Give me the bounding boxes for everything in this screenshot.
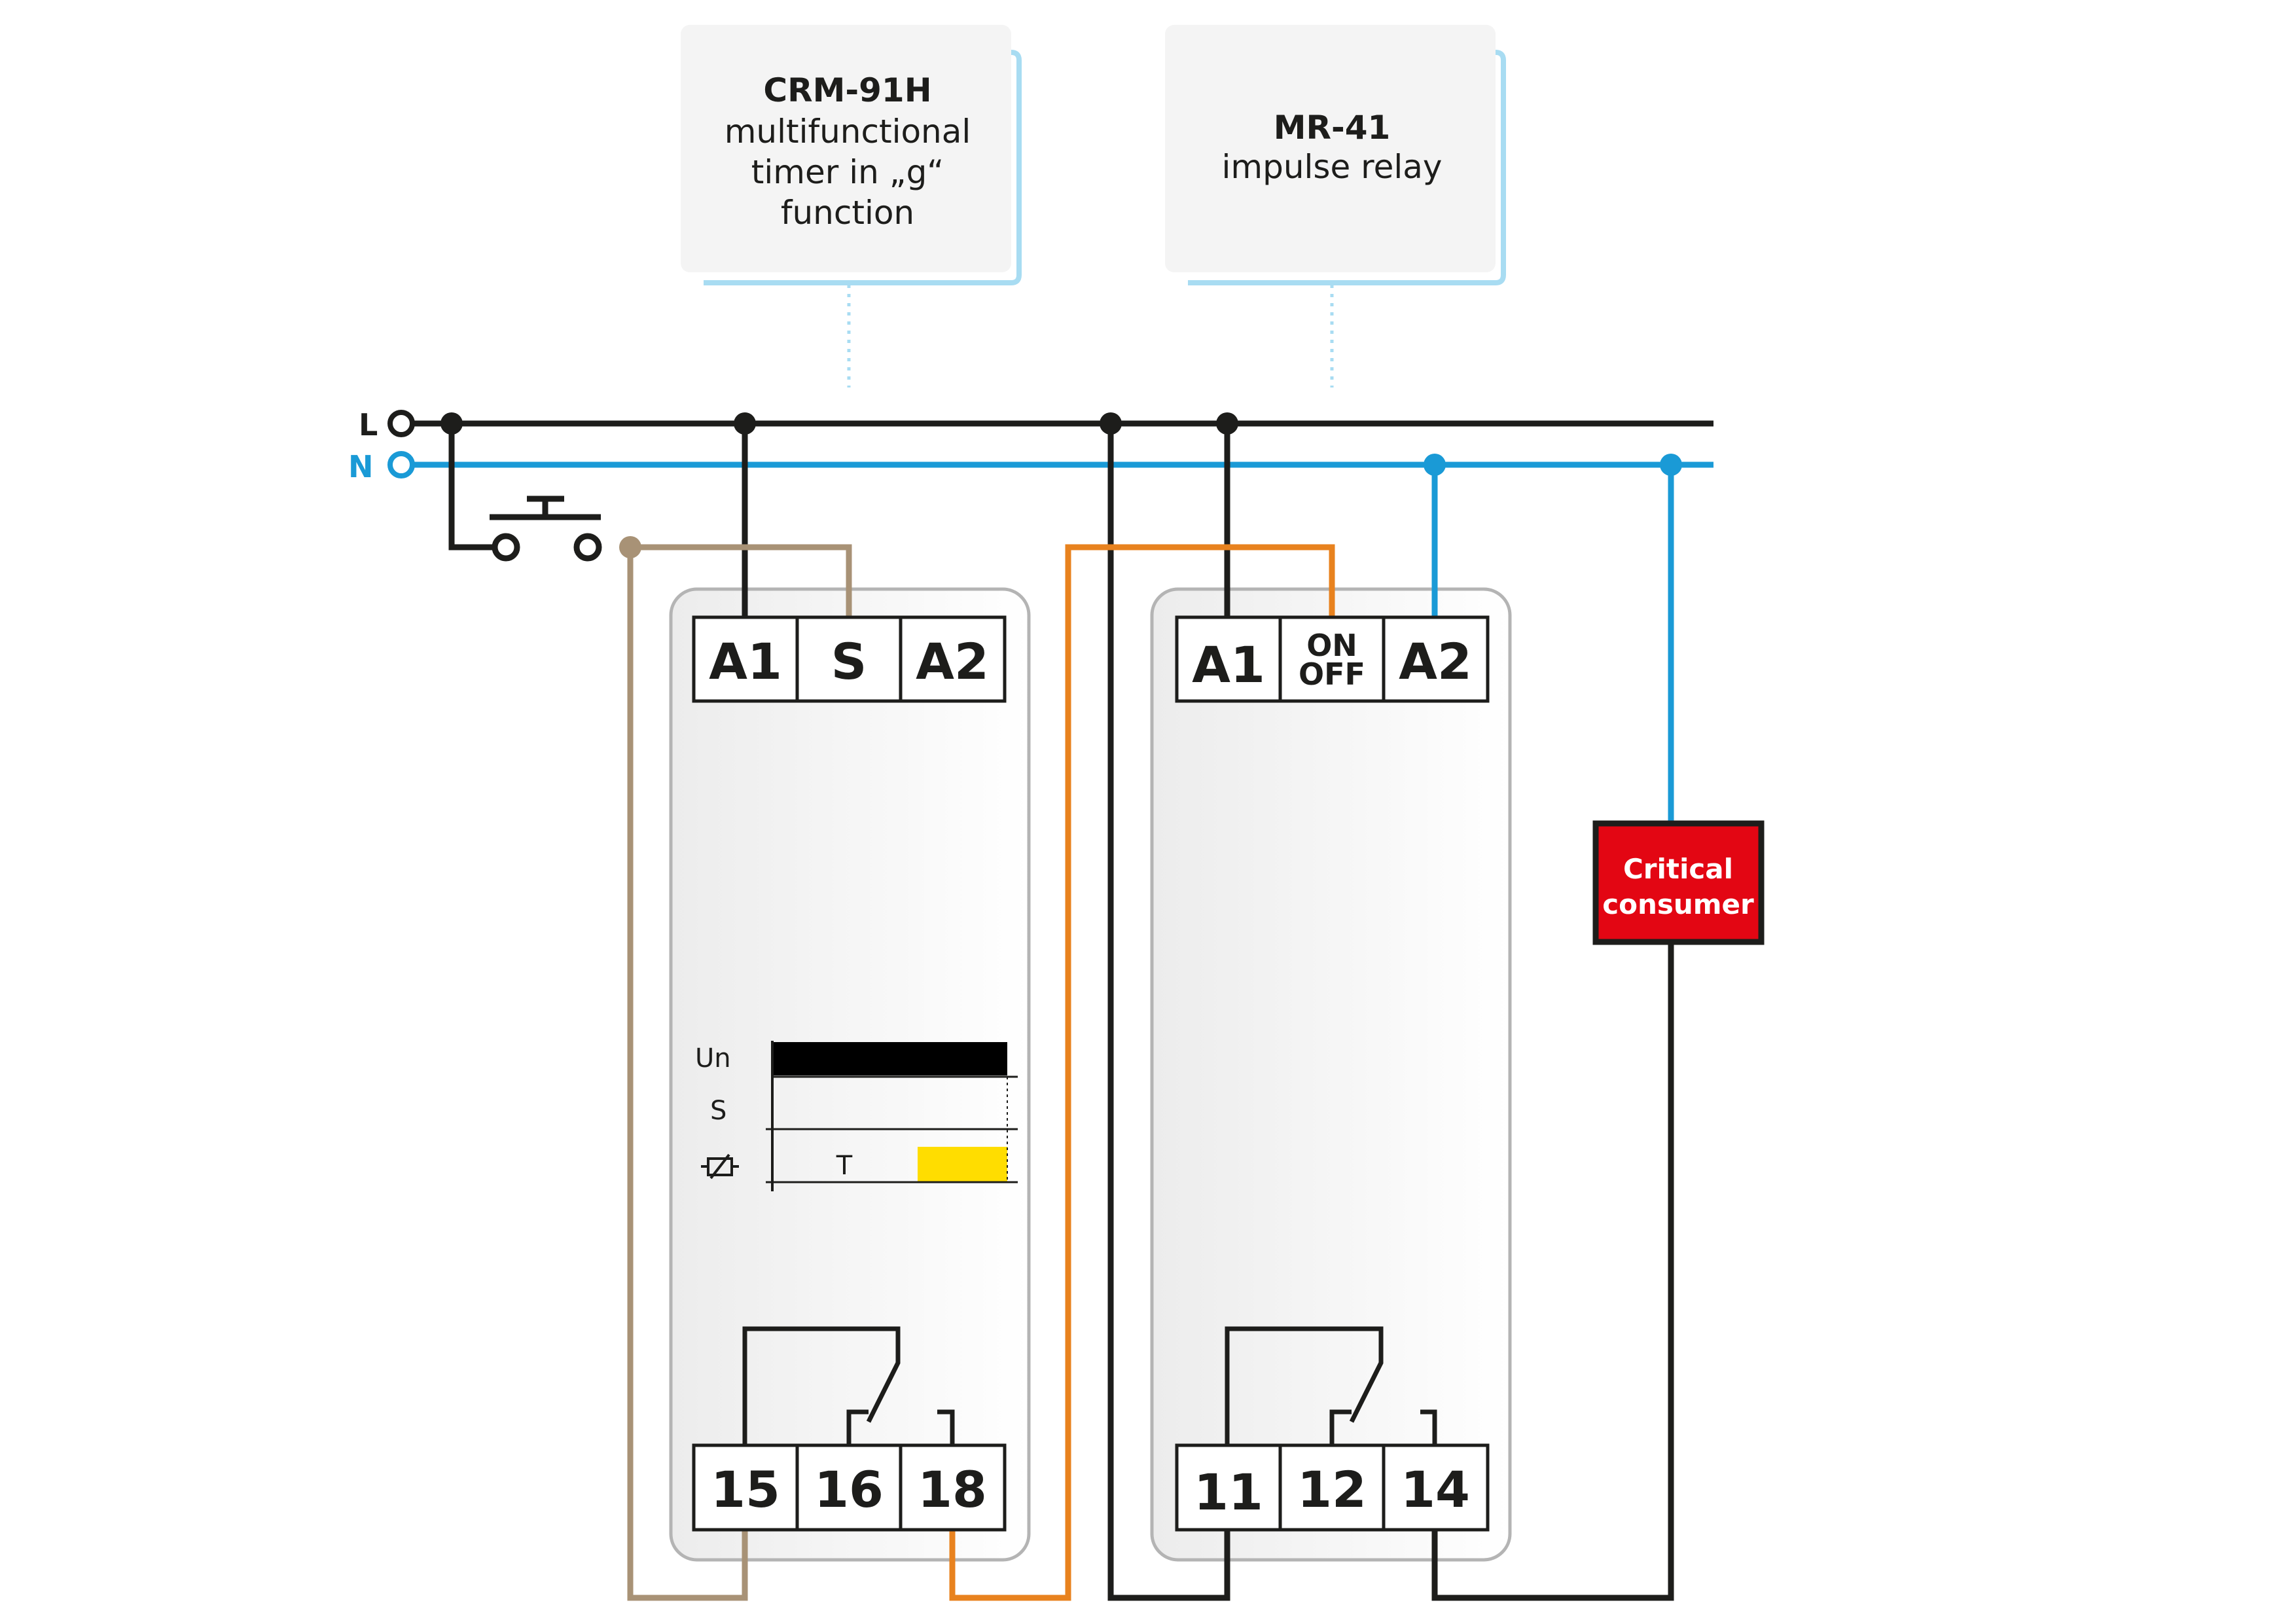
- timer-desc-line-2: timer in „g“: [751, 153, 944, 191]
- timer-bottom-terminal-block: 15 16 18: [692, 1443, 1007, 1532]
- chart-row-un-label: Un: [695, 1043, 731, 1074]
- relay-terminal-on: ON: [1306, 628, 1357, 663]
- timer-changeover-contact-icon: [742, 1326, 955, 1445]
- timer-terminal-a2: A2: [916, 632, 989, 691]
- line-bus-label: L: [359, 407, 378, 442]
- button-to-contact-15-wire: [627, 547, 748, 1601]
- impulse-relay-name: MR-41: [1274, 109, 1391, 147]
- timer-card: CRM-91H multifunctional timer in „g“ fun…: [681, 25, 1022, 285]
- relay-terminal-a2: A2: [1399, 632, 1472, 691]
- timer-terminal-18: 18: [918, 1460, 987, 1519]
- relay-terminal-14: 14: [1401, 1460, 1470, 1519]
- timer-desc-line-3: function: [781, 194, 914, 232]
- chart-un-bar: [774, 1042, 1007, 1075]
- line-terminal-icon: [387, 410, 415, 437]
- push-button-icon: [490, 496, 602, 562]
- timer-terminal-15: 15: [711, 1460, 780, 1519]
- contact-18-to-onoff-wire: [949, 544, 1335, 1601]
- critical-consumer: Critical consumer: [1592, 820, 1765, 945]
- timer-terminal-16: 16: [814, 1460, 884, 1519]
- line-to-contact-11-wire: [1107, 424, 1230, 1601]
- relay-terminal-a1: A1: [1192, 636, 1265, 694]
- relay-terminal-11: 11: [1194, 1463, 1263, 1521]
- timer-terminal-s: S: [831, 632, 867, 691]
- timer-terminal-a1: A1: [709, 632, 782, 691]
- neutral-terminal-icon: [387, 451, 415, 478]
- chart-time-label: T: [836, 1151, 853, 1181]
- consumer-label-line-1: Critical: [1623, 853, 1733, 885]
- timer-top-terminal-block: A1 S A2: [692, 615, 1007, 703]
- junction-dots: [440, 412, 1682, 558]
- relay-coil-icon: [701, 1153, 739, 1180]
- consumer-label-line-2: consumer: [1602, 888, 1754, 920]
- relay-bottom-terminal-block: 11 12 14: [1175, 1443, 1490, 1532]
- timer-function-chart: Un S T: [695, 1041, 1018, 1191]
- chart-relay-on-bar: [918, 1147, 1007, 1182]
- relay-terminal-off: OFF: [1299, 657, 1365, 692]
- timer-name: CRM-91H: [763, 71, 931, 109]
- impulse-relay-card: MR-41 impulse relay: [1165, 25, 1506, 285]
- impulse-relay-desc: impulse relay: [1222, 148, 1443, 186]
- consumer-to-contact-14-wire: [1431, 943, 1674, 1601]
- line-to-button-wire: [448, 424, 495, 550]
- relay-terminal-12: 12: [1297, 1460, 1367, 1519]
- relay-changeover-contact-icon: [1225, 1326, 1437, 1445]
- button-to-s-wire: [630, 544, 852, 617]
- neutral-bus-label: N: [348, 449, 374, 484]
- relay-top-terminal-block: A1 ON OFF A2: [1175, 615, 1490, 703]
- timer-desc-line-1: multifunctional: [725, 113, 971, 151]
- chart-row-s-label: S: [710, 1096, 726, 1126]
